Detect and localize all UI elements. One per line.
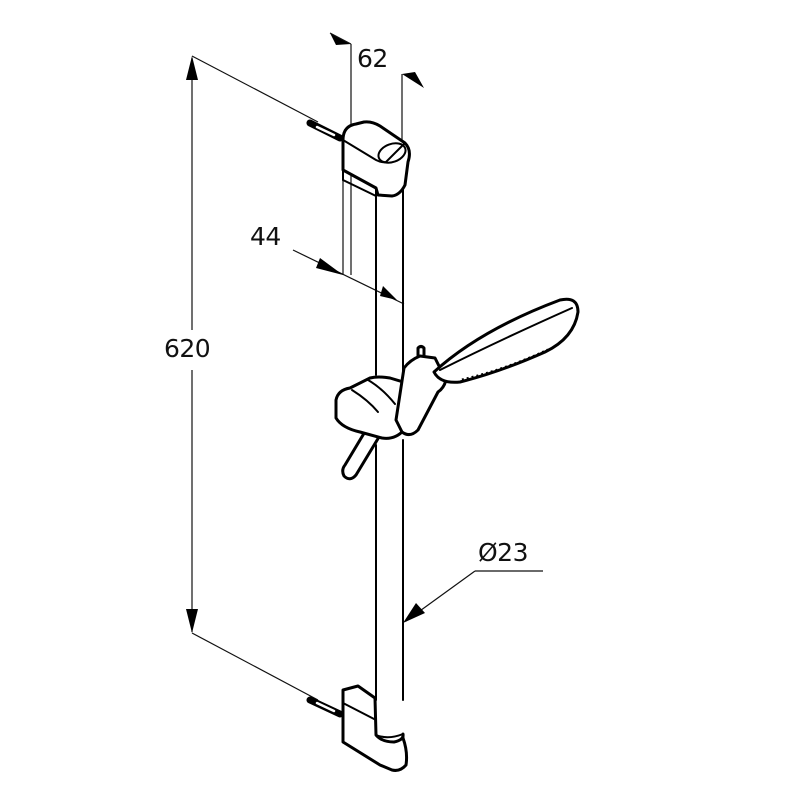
hand-shower-head: [432, 297, 580, 384]
bottom-wall-bracket: [341, 684, 409, 772]
dimension-label-620: 620: [164, 334, 211, 363]
dimension-label-diameter: Ø23: [478, 538, 529, 567]
dimension-label-62: 62: [357, 44, 388, 73]
slider-holder: [334, 345, 448, 481]
dimension-label-44: 44: [250, 222, 281, 251]
top-screw-anchor: [306, 119, 344, 142]
top-wall-bracket: [341, 120, 411, 206]
dimension-620: [186, 55, 319, 701]
shower-rail: [375, 169, 404, 701]
dimension-diameter: [403, 570, 543, 623]
bottom-screw-anchor: [306, 696, 344, 718]
